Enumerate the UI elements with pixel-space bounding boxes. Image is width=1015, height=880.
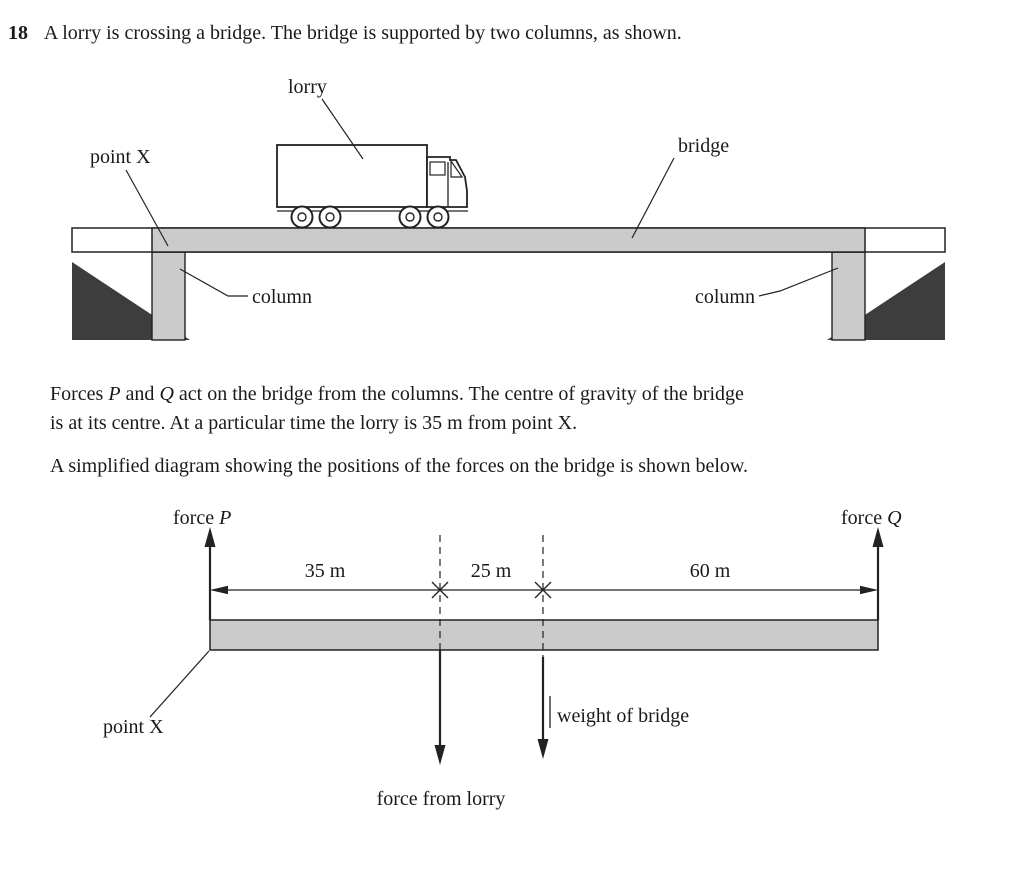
lorry-wheel-hub	[433, 212, 443, 222]
dimension-arrow-right	[860, 585, 878, 595]
bridge-figure: lorry point X bridge column column	[71, 76, 946, 341]
weight-of-bridge-label: weight of bridge	[557, 705, 689, 727]
lorry-illustration	[276, 144, 468, 229]
lorry-trailer	[276, 144, 428, 208]
lorry-force-arrowhead	[434, 745, 446, 765]
distance-60m-label: 60 m	[690, 560, 731, 582]
lorry-wheel-hub	[297, 212, 307, 222]
simplified-diagram-paragraph: A simplified diagram showing the positio…	[50, 452, 970, 481]
force-p-label: force P	[173, 507, 231, 529]
question-number: 18	[8, 22, 28, 44]
force-p-symbol: P	[218, 507, 231, 529]
force-q-arrowhead	[872, 527, 884, 547]
para1-text-1: Forces	[50, 383, 109, 405]
lorry-wheel-hub	[325, 212, 335, 222]
column-left-label: column	[252, 286, 312, 308]
force-p-prefix: force	[173, 507, 219, 529]
para1-line2: is at its centre. At a particular time t…	[50, 412, 578, 434]
bridge-label: bridge	[678, 135, 729, 157]
lorry-leader-line	[321, 98, 364, 160]
symbol-p: P	[108, 383, 121, 405]
question-text: A lorry is crossing a bridge. The bridge…	[43, 22, 682, 44]
column-right-label: column	[695, 286, 755, 308]
lorry-cab-window	[429, 161, 446, 176]
para1-text-3: act on the bridge from the columns. The …	[173, 383, 744, 405]
column-right-leader-line	[758, 267, 839, 297]
force-diagram-figure: force P force Q 35 m 25 m 60 m	[103, 507, 902, 810]
weight-arrowhead	[537, 739, 549, 759]
distance-35m-label: 35 m	[305, 560, 346, 582]
dimension-arrow-left	[210, 585, 228, 595]
bridge-figure-labels: lorry point X bridge column column	[90, 76, 839, 308]
bridge-column-right	[831, 251, 866, 341]
lorry-wheel-hub	[405, 212, 415, 222]
point-x-label-force-diagram: point X	[103, 716, 164, 738]
bridge-leader-line	[631, 157, 675, 239]
point-x-label: point X	[90, 146, 151, 168]
bridge-deck-span	[151, 227, 866, 253]
lorry-windshield	[450, 159, 464, 178]
para2-text: A simplified diagram showing the positio…	[50, 455, 749, 477]
question-header: 18 A lorry is crossing a bridge. The bri…	[8, 22, 682, 45]
distance-25m-label: 25 m	[471, 560, 512, 582]
para1-text-2: and	[120, 383, 160, 405]
point-x-leader	[149, 650, 210, 718]
bridge-column-left	[151, 251, 186, 341]
bridge-structure	[71, 227, 946, 341]
point-x-leader-line	[125, 169, 169, 247]
lorry-label: lorry	[288, 76, 327, 98]
force-q-label: force Q	[841, 507, 902, 529]
force-from-lorry-label: force from lorry	[377, 788, 506, 810]
forces-paragraph: Forces P and Q act on the bridge from th…	[50, 380, 910, 438]
column-left-leader-line	[179, 268, 248, 297]
force-p-arrowhead	[204, 527, 216, 547]
force-q-prefix: force	[841, 507, 887, 529]
beam	[209, 619, 879, 651]
symbol-q: Q	[159, 383, 174, 405]
force-q-symbol: Q	[887, 507, 902, 529]
